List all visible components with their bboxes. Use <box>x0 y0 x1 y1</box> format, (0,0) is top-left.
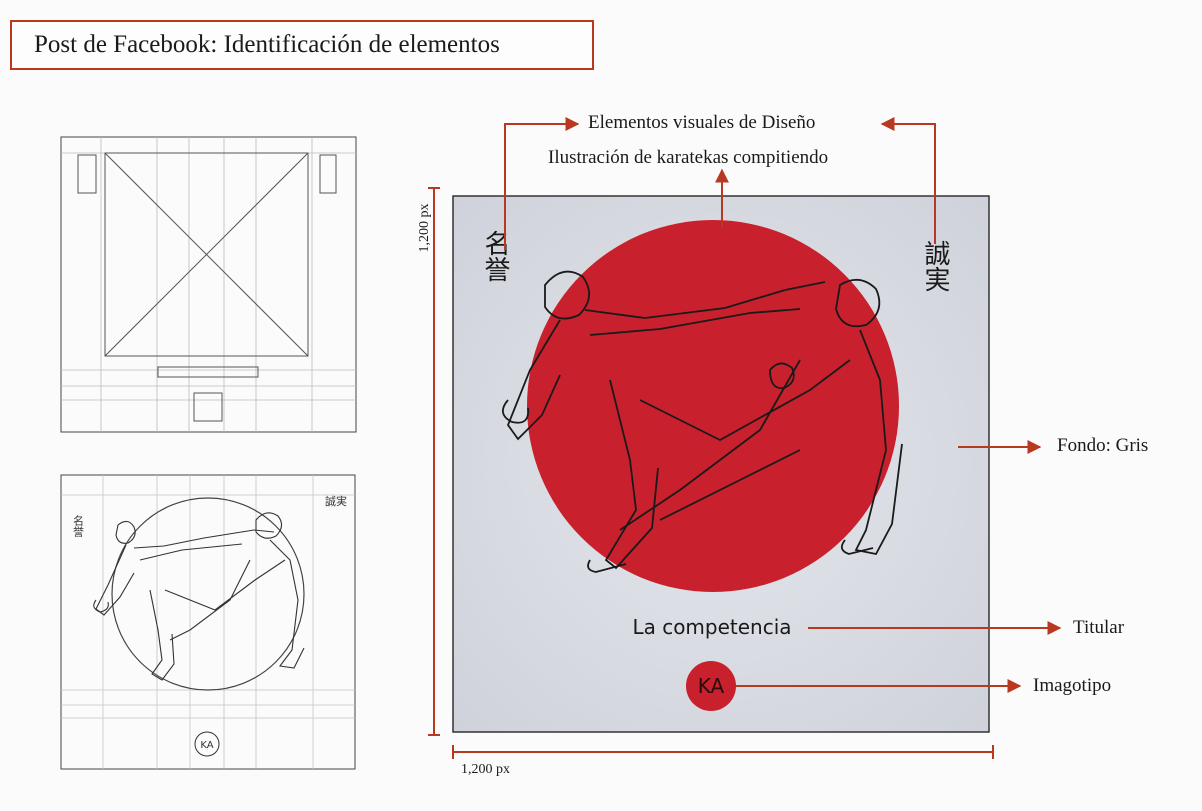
arrow-to-visual-elements-left <box>504 117 580 250</box>
red-sun-circle <box>527 220 899 592</box>
page-title: Post de Facebook: Identificación de elem… <box>10 20 594 70</box>
dimension-lines <box>428 187 994 759</box>
logo-circle <box>686 661 736 711</box>
arrow-to-visual-elements-right <box>880 117 936 244</box>
label-visual-elements: Elementos visuales de Diseño <box>588 112 816 133</box>
label-headline: Titular <box>1073 617 1125 638</box>
sketch-kanji-left: 名誉 <box>72 514 85 537</box>
sketch-kanji-right: 誠実 <box>325 494 347 508</box>
artwork-kanji-right: 誠実 <box>920 240 950 292</box>
final-artwork: 名誉 誠実 La competencia KA <box>452 195 990 733</box>
label-background: Fondo: Gris <box>1057 435 1149 456</box>
karate-fighters-sketch <box>93 512 305 681</box>
artwork-logo-text: KA <box>698 674 725 698</box>
line-sketch: 名誉 誠実 KA <box>60 474 356 770</box>
annotation-arrows <box>504 117 1062 693</box>
karate-fighters-illustration <box>502 270 903 573</box>
sketch-logo-text: KA <box>200 740 213 751</box>
height-dimension-label: 1,200 px <box>417 204 432 253</box>
artwork-headline: La competencia <box>632 615 791 639</box>
label-logo: Imagotipo <box>1033 675 1112 696</box>
width-dimension-label: 1,200 px <box>461 762 510 777</box>
label-illustration: Ilustración de karatekas compitiendo <box>548 147 829 168</box>
wireframe-sketch <box>60 136 357 433</box>
